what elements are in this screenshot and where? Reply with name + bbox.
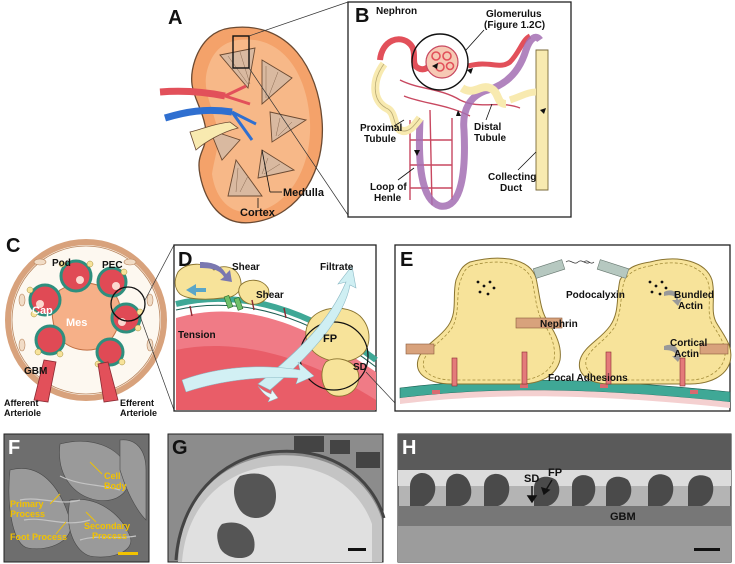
panel-c-letter: C xyxy=(6,235,20,257)
sd-label: SD xyxy=(353,362,367,373)
shear-arrow xyxy=(200,262,232,282)
podocalyxin-label: Podocalyxin xyxy=(566,290,625,301)
panel-g-letter: G xyxy=(172,437,188,459)
panel-f-letter: F xyxy=(8,437,20,459)
bundled-actin-dots xyxy=(476,280,668,296)
nephrin-label: Nephrin xyxy=(540,319,578,330)
shear-label-2: Shear xyxy=(256,290,284,301)
proximal-tubule-label: Proximal xyxy=(360,123,402,134)
filtration-barrier-highlight xyxy=(110,286,146,322)
collecting-duct-label: Collecting xyxy=(488,172,536,183)
podocalyxin-right xyxy=(596,259,630,279)
cortical-actin-label: Cortical xyxy=(670,338,707,349)
panel-c: C xyxy=(4,235,175,418)
secondary-process-label: Secondary xyxy=(84,521,130,531)
pod-label: Pod xyxy=(52,258,71,269)
loop-of-henle-label: Loop of xyxy=(370,182,407,193)
efferent-arteriole-label: Efferent xyxy=(120,398,154,408)
proximal-tubule-label-2: Tubule xyxy=(364,134,396,145)
red-blood-cell-2 xyxy=(217,522,255,559)
panel-a-letter: A xyxy=(168,7,182,29)
afferent-arteriole-label: Afferent xyxy=(4,398,39,408)
cap-label: Cap xyxy=(32,305,53,317)
pec-label: PEC xyxy=(102,260,123,271)
tension-marks xyxy=(189,299,287,319)
panel-h: H SD FP GBM xyxy=(397,433,732,563)
panel-d: D Shear Shear Filtrate Tension FP S xyxy=(173,244,397,412)
nephron-label: Nephron xyxy=(376,6,417,17)
fp-em-label: FP xyxy=(548,467,562,479)
podocyte-right xyxy=(578,258,732,385)
efferent-arteriole-label-2: Arteriole xyxy=(120,408,157,418)
panel-e: E xyxy=(394,244,732,412)
podocyte-2 xyxy=(238,279,270,305)
glomerulus-tuft xyxy=(425,45,459,79)
secondary-process-label-2: Process xyxy=(92,531,127,541)
focal-adhesions-label: Focal Adhesions xyxy=(548,373,628,384)
cortical-actin-label-2: Actin xyxy=(674,349,699,360)
panel-h-letter: H xyxy=(402,437,416,459)
podocalyxin-left xyxy=(532,259,566,279)
glomerulus-label: Glomerulus xyxy=(486,9,542,20)
nephron-callout-box xyxy=(232,35,250,69)
integrin-stalks xyxy=(451,351,686,387)
renal-vein xyxy=(163,106,233,122)
tension-label: Tension xyxy=(178,330,216,341)
panel-e-letter: E xyxy=(400,249,413,271)
glomerulus-figure-ref: (Figure 1.2C) xyxy=(484,20,545,31)
foot-process-label: Foot Process xyxy=(10,532,67,542)
panel-a: A Medulla xyxy=(159,1,349,224)
efferent-arteriole xyxy=(97,361,119,403)
afferent-arteriole xyxy=(33,359,57,403)
scale-bar-h xyxy=(694,548,720,551)
scale-bar-f xyxy=(118,552,138,555)
primary-process-label: Primary xyxy=(10,499,44,509)
primary-process-label-2: Process xyxy=(10,509,45,519)
ureter xyxy=(189,121,239,151)
gbm-label: GBM xyxy=(24,366,47,377)
nephrin-bar xyxy=(515,317,563,329)
gbm-em xyxy=(398,506,731,526)
slit-diaphragm-bars xyxy=(223,294,244,311)
collecting-duct xyxy=(535,49,549,191)
red-blood-cell-1 xyxy=(234,473,276,519)
cortical-actin-left xyxy=(422,261,555,381)
scale-bar-g xyxy=(348,548,366,551)
panel-f: F Cell Body Primary Process Secondary Pr… xyxy=(3,433,150,563)
fp-label: FP xyxy=(323,333,337,345)
panel-b-letter: B xyxy=(355,5,369,27)
bundled-actin-label-2: Actin xyxy=(678,301,703,312)
renal-artery xyxy=(159,87,226,100)
cortex-label: Cortex xyxy=(240,207,276,219)
gbm-em-label: GBM xyxy=(610,511,636,523)
distal-tubule-label-2: Tubule xyxy=(474,133,506,144)
glomerulus-highlight-circle xyxy=(411,33,469,91)
distal-tubule xyxy=(459,83,507,108)
sd-em-label: SD xyxy=(524,473,539,485)
panel-g: G xyxy=(167,433,386,563)
loop-of-henle-label-2: Henle xyxy=(374,193,402,204)
shear-label-1: Shear xyxy=(232,262,260,273)
loop-of-henle xyxy=(415,33,543,210)
distal-tubule-label: Distal xyxy=(474,122,501,133)
mes-label: Mes xyxy=(66,317,87,329)
flow-arrow xyxy=(181,361,315,393)
afferent-arteriole-label-2: Arteriole xyxy=(4,408,41,418)
panel-b: B Nephron Glomerulus (Figure 1.2C) xyxy=(347,1,572,218)
medulla-label: Medulla xyxy=(283,187,325,199)
collecting-duct-label-2: Duct xyxy=(500,183,523,194)
cell-body-label-2: Body xyxy=(104,481,127,491)
cell-body-label: Cell xyxy=(104,471,121,481)
bundled-actin-label: Bundled xyxy=(674,290,714,301)
filtrate-label: Filtrate xyxy=(320,262,354,273)
pyramid-striations xyxy=(227,51,293,193)
